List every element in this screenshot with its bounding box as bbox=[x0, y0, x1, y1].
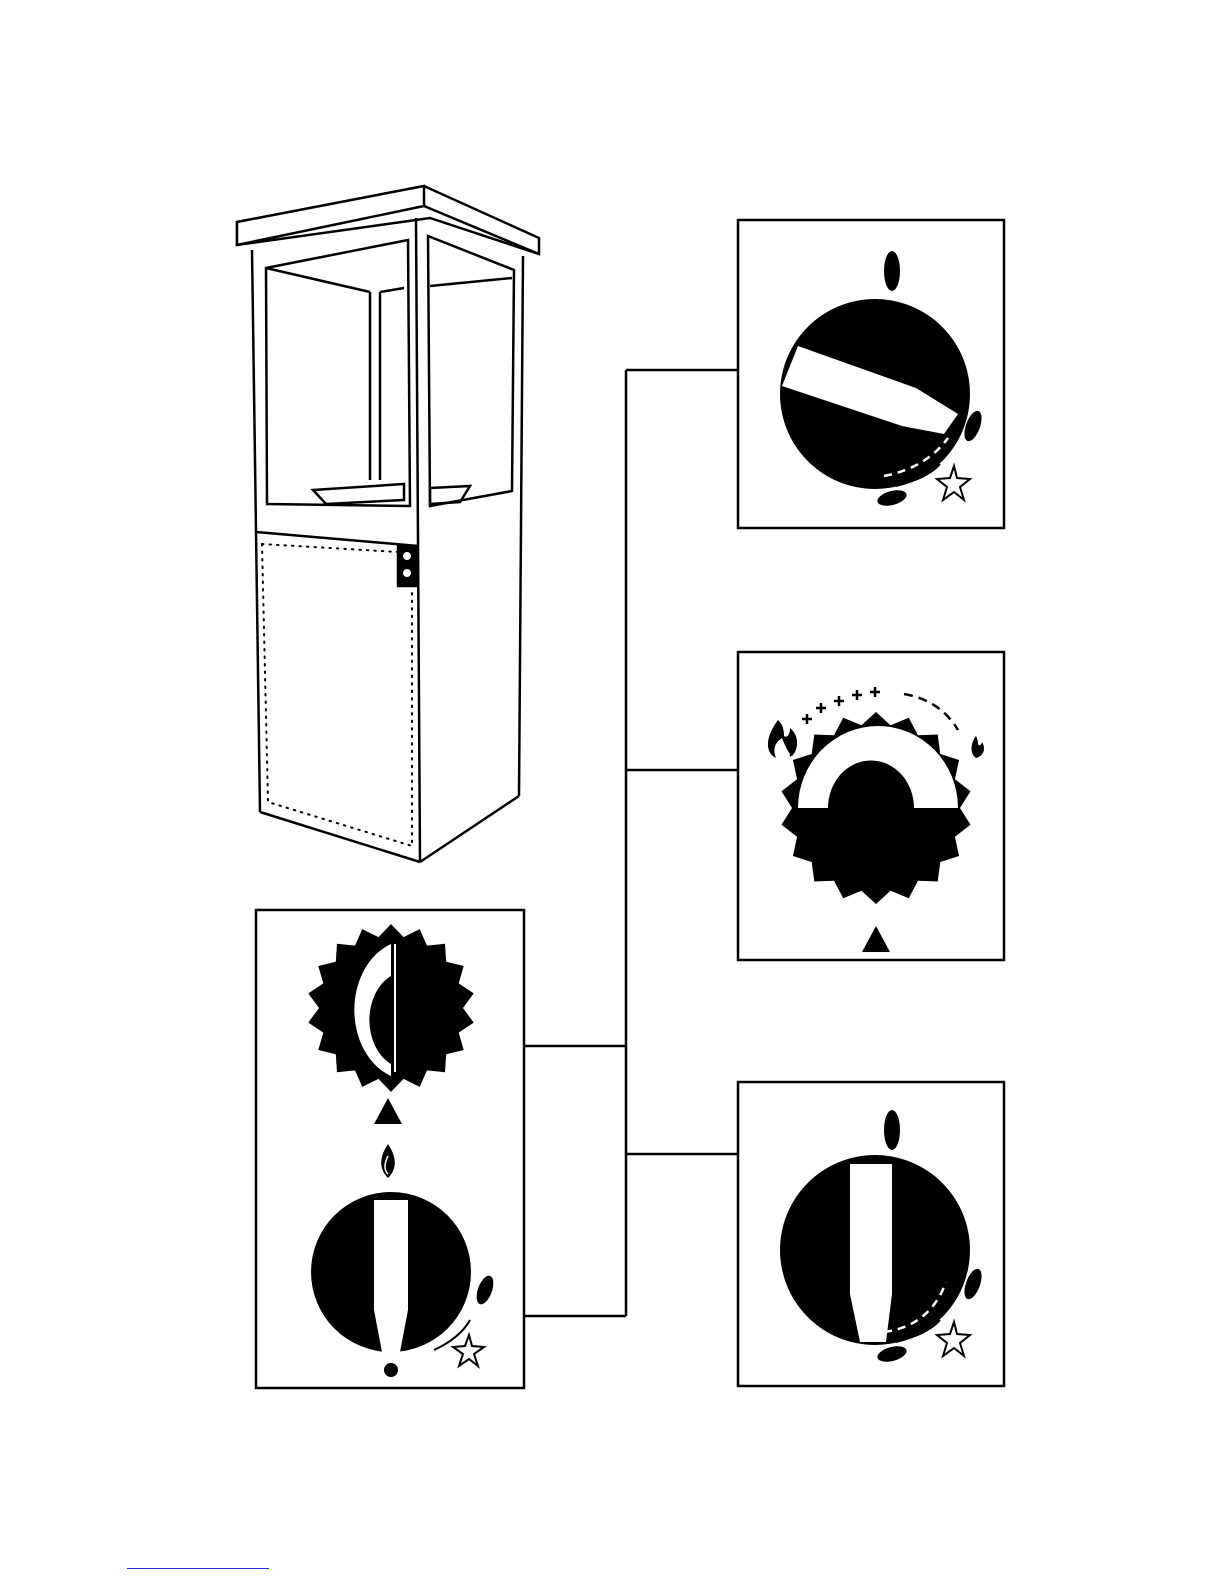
fireplace-cabinet-icon bbox=[237, 186, 539, 862]
connector-lines bbox=[524, 370, 738, 1316]
gear-divider bbox=[394, 944, 396, 1072]
indicator-dot-icon bbox=[384, 1363, 398, 1377]
footer-link-underline[interactable] bbox=[127, 1568, 269, 1569]
dial-middle-panel bbox=[738, 652, 1004, 960]
flame-off-icon bbox=[884, 251, 900, 291]
access-panel-outline bbox=[262, 544, 412, 846]
flame-off-icon bbox=[884, 1110, 900, 1150]
dial-top-panel bbox=[738, 220, 1004, 528]
control-panel-left bbox=[256, 910, 524, 1388]
dial-bottom-panel bbox=[738, 1082, 1004, 1386]
